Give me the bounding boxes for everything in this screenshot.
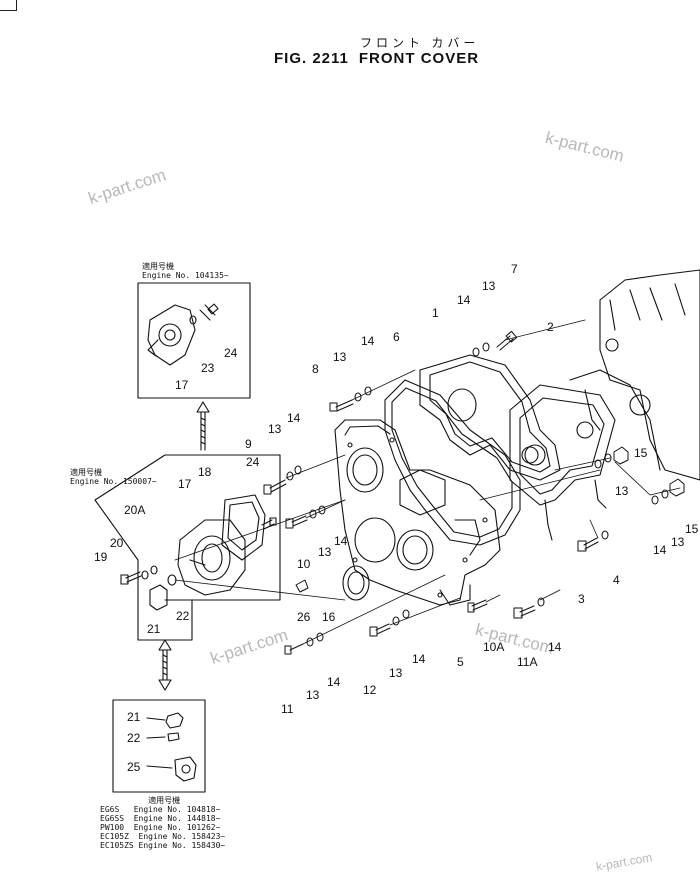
callout-part-21: 21 <box>147 622 161 636</box>
applicability-note-bottom: 適用号機 EG6S Engine No. 104818~ EG6SS Engin… <box>100 796 226 850</box>
figure-title: FIG. 2211 FRONT COVER <box>274 50 489 67</box>
callout-part-22: 22 <box>176 609 190 623</box>
callout-part-17: 17 <box>175 378 189 392</box>
callout-part-18: 18 <box>198 465 212 479</box>
callout-part-24: 24 <box>224 346 238 360</box>
callout-part-8: 8 <box>312 362 319 376</box>
callout-part-15: 15 <box>634 446 648 460</box>
callout-part-26: 26 <box>297 610 311 624</box>
figure-name: FRONT COVER <box>358 50 480 67</box>
callout-part-11a: 11A <box>517 655 538 669</box>
callout-part-14: 14 <box>457 293 471 307</box>
callout-part-14: 14 <box>548 640 562 654</box>
callout-part-12: 12 <box>363 683 377 697</box>
exchange-arrow-double <box>158 639 172 691</box>
callout-part-9: 9 <box>245 437 252 451</box>
callout-part-20: 20 <box>110 536 124 550</box>
callout-part-13: 13 <box>482 279 496 293</box>
title-japanese: フロント カバー <box>360 36 480 50</box>
callout-part-13: 13 <box>306 688 320 702</box>
callout-part-20a: 20A <box>124 503 146 517</box>
oil-seal-16 <box>342 565 370 601</box>
callout-part-14: 14 <box>287 411 301 425</box>
callout-part-3: 3 <box>578 592 585 606</box>
reference-lines <box>174 319 681 645</box>
corner-mark <box>0 0 17 11</box>
callout-part-13: 13 <box>389 666 403 680</box>
callout-part-21: 21 <box>127 710 141 724</box>
callout-part-14: 14 <box>327 675 341 689</box>
callout-part-7: 7 <box>511 262 518 276</box>
callout-part-13: 13 <box>318 545 332 559</box>
callout-part-13: 13 <box>671 535 685 549</box>
callout-part-5: 5 <box>457 655 464 669</box>
callout-part-19: 19 <box>94 550 108 564</box>
gasket-6 <box>384 379 521 546</box>
callout-part-22: 22 <box>127 731 141 745</box>
callout-part-23: 23 <box>201 361 215 375</box>
callout-part-14: 14 <box>653 543 667 557</box>
callout-part-6: 6 <box>393 330 400 344</box>
callout-part-13: 13 <box>333 350 347 364</box>
inset-box-bottom <box>112 699 206 793</box>
callout-part-16: 16 <box>322 610 336 624</box>
callout-part-2: 2 <box>547 320 554 334</box>
callout-part-1: 1 <box>432 306 439 320</box>
callout-part-25: 25 <box>127 760 141 774</box>
callout-part-24: 24 <box>246 455 260 469</box>
applicability-note-top: 適用号機 Engine No. 104135~ <box>142 262 229 280</box>
callout-part-13: 13 <box>615 484 629 498</box>
callout-part-14: 14 <box>361 334 375 348</box>
engine-block-outline <box>569 269 700 481</box>
gasket-2 <box>509 384 616 541</box>
gasket-1 <box>419 354 561 481</box>
callout-part-10a: 10A <box>483 640 505 654</box>
callout-part-10: 10 <box>297 557 311 571</box>
callout-part-15: 15 <box>685 522 699 536</box>
figure-number: FIG. 2211 <box>274 50 349 67</box>
callout-part-17: 17 <box>178 477 192 491</box>
applicability-note-middle: 適用号機 Engine No. 150007~ <box>70 468 157 486</box>
callout-part-11: 11 <box>281 702 294 716</box>
callout-part-13: 13 <box>268 422 282 436</box>
callout-part-4: 4 <box>613 573 620 587</box>
callout-part-14: 14 <box>334 534 348 548</box>
front-cover-casting <box>334 419 501 606</box>
exchange-arrow-up <box>196 401 210 451</box>
callout-part-14: 14 <box>412 652 426 666</box>
inset-box-top <box>137 282 251 399</box>
